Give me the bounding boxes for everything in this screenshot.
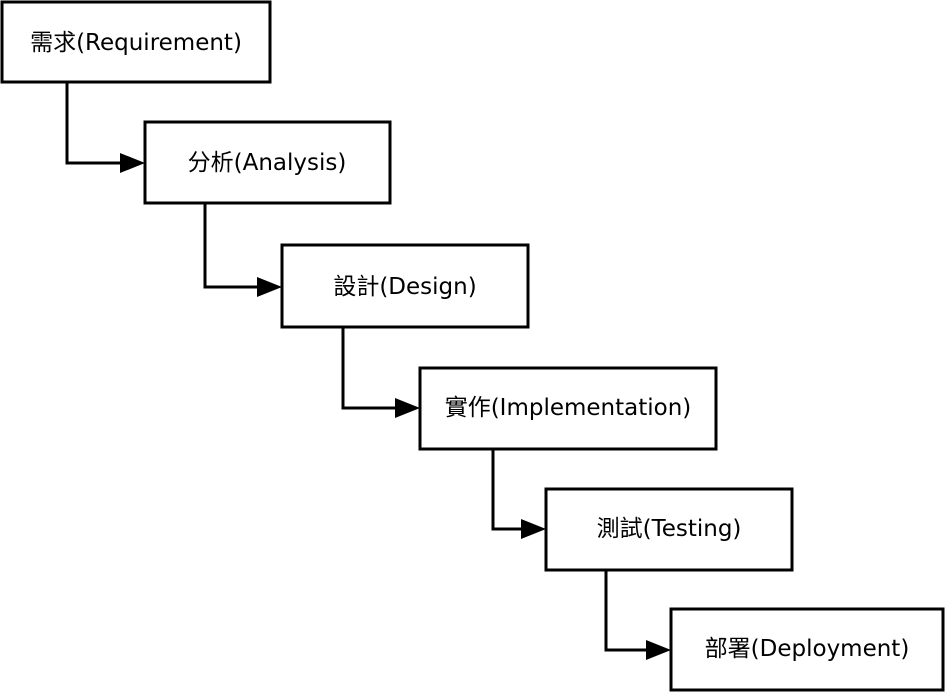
stage-box <box>280 243 530 329</box>
stage-box <box>418 366 718 451</box>
connector-requirement-analysis <box>65 82 145 173</box>
stage-analysis: 分析(Analysis) <box>143 120 392 205</box>
connector-analysis-design <box>203 203 282 297</box>
stage-box <box>669 607 945 692</box>
stage-requirement: 需求(Requirement) <box>0 0 272 84</box>
stage-box <box>544 487 794 572</box>
connector-design-implementation <box>341 327 420 418</box>
connector-testing-deployment <box>604 570 671 660</box>
stage-label: 需求(Requirement) <box>30 30 242 56</box>
stage-box <box>143 120 392 205</box>
arrowhead <box>521 519 546 539</box>
stage-label: 分析(Analysis) <box>188 150 347 176</box>
stage-label: 實作(Implementation) <box>445 395 692 421</box>
stage-box <box>0 0 272 84</box>
connector-implementation-testing <box>491 449 546 539</box>
arrowhead <box>120 153 145 173</box>
stage-label: 設計(Design) <box>333 274 476 300</box>
arrowhead <box>395 398 420 418</box>
stage-label: 部署(Deployment) <box>705 636 910 662</box>
stage-design: 設計(Design) <box>280 243 530 329</box>
stage-implementation: 實作(Implementation) <box>418 366 718 451</box>
arrowhead <box>646 640 671 660</box>
stage-label: 測試(Testing) <box>597 516 742 542</box>
arrowhead <box>257 277 282 297</box>
stage-testing: 測試(Testing) <box>544 487 794 572</box>
stage-deployment: 部署(Deployment) <box>669 607 945 692</box>
connectors <box>65 82 671 660</box>
